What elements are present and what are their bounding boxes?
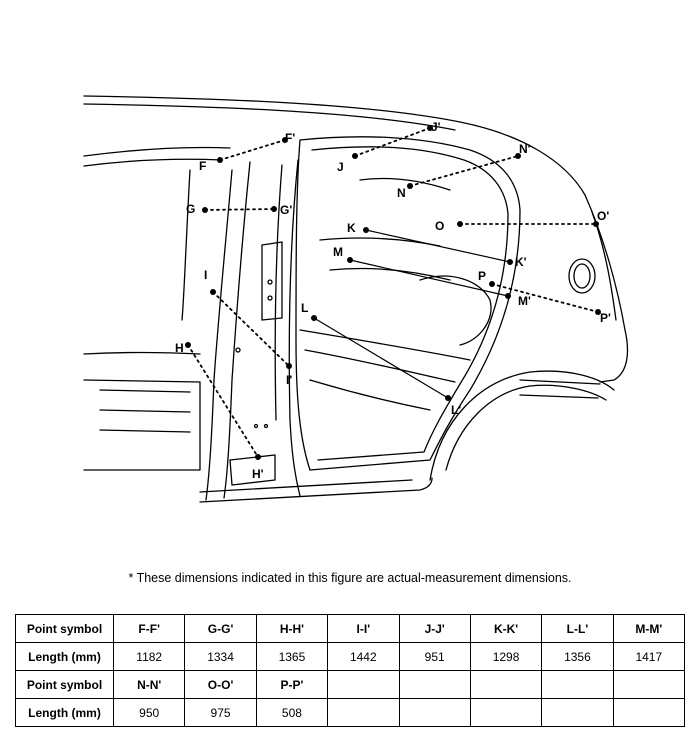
point-label-p-prime: P' [600, 311, 611, 325]
rear-wheel-arch [429, 370, 615, 481]
point-label-f: F [199, 159, 206, 173]
point-label-k: K [347, 221, 356, 235]
point-label-l-prime: L' [451, 403, 461, 417]
table-cell: 1417 [612, 642, 686, 671]
table-cell [541, 698, 614, 727]
table-cell: I-I' [327, 614, 400, 643]
table-cell [469, 698, 543, 727]
table-cell: 1334 [184, 642, 257, 671]
table-row: Length (mm) 1182 1334 1365 1442 951 1298… [15, 642, 686, 671]
table-cell: N-N' [112, 670, 186, 699]
point-label-h-prime: H' [252, 467, 264, 481]
front-door-frame [83, 146, 231, 157]
row-header-length: Length (mm) [15, 698, 114, 727]
row-header-length: Length (mm) [15, 642, 114, 671]
table-cell [541, 670, 614, 699]
dim-line-n [409, 155, 519, 187]
point-label-k-prime: K' [515, 255, 527, 269]
table-cell: H-H' [255, 614, 329, 643]
table-cell [327, 698, 400, 727]
point-label-p: P [478, 269, 486, 283]
table-cell: J-J' [398, 614, 471, 643]
point-label-o-prime: O' [597, 209, 609, 223]
point-label-m-prime: M' [518, 294, 531, 308]
point-label-o: O [435, 219, 444, 233]
dim-line-i [212, 291, 290, 367]
dim-line-l [313, 317, 449, 399]
table-cell: L-L' [541, 614, 614, 643]
point-label-j: J [337, 160, 344, 174]
table-cell: F-F' [112, 614, 186, 643]
rear-outline [584, 194, 629, 383]
table-row: Point symbol N-N' O-O' P-P' [15, 670, 686, 699]
table-cell: 950 [112, 698, 186, 727]
table-cell: 1365 [255, 642, 329, 671]
table-cell [612, 698, 686, 727]
point-label-f-prime: F' [285, 131, 295, 145]
dimension-table: Point symbol F-F' G-G' H-H' I-I' J-J' K-… [15, 614, 686, 727]
table-cell: 1356 [541, 642, 614, 671]
interior-floor [299, 329, 471, 361]
table-cell: G-G' [184, 614, 257, 643]
point-label-h: H [175, 341, 184, 355]
point-label-m: M [333, 245, 343, 259]
table-cell: M-M' [612, 614, 686, 643]
dim-line-j [354, 127, 431, 157]
row-header-symbol: Point symbol [15, 614, 114, 643]
point-label-i: I [204, 268, 207, 282]
point-label-g-prime: G' [280, 203, 292, 217]
table-cell: O-O' [184, 670, 257, 699]
table-cell [469, 670, 543, 699]
fuel-door [568, 258, 596, 294]
table-cell: 1298 [469, 642, 543, 671]
roof-outline [83, 95, 586, 196]
b-pillar [205, 169, 233, 501]
table-cell [398, 670, 471, 699]
table-row: Point symbol F-F' G-G' H-H' I-I' J-J' K-… [15, 614, 686, 643]
table-cell: 951 [398, 642, 471, 671]
row-header-symbol: Point symbol [15, 670, 114, 699]
dim-line-h [187, 344, 259, 458]
rear-door-opening [295, 136, 521, 471]
table-cell [612, 670, 686, 699]
table-cell: 1182 [112, 642, 186, 671]
dim-line-p [491, 283, 599, 313]
table-cell: 508 [255, 698, 329, 727]
point-label-g: G [186, 202, 195, 216]
dim-line-m [349, 259, 509, 297]
car-body-side-diagram: F F' G G' H H' I I' J J' K K' L L' M M' … [83, 95, 629, 503]
table-cell [327, 670, 400, 699]
dim-line-k [365, 229, 511, 263]
point-label-n-prime: N' [519, 142, 531, 156]
dim-line-g [204, 208, 275, 211]
table-cell [398, 698, 471, 727]
dim-line-f [219, 139, 286, 161]
table-cell: P-P' [255, 670, 329, 699]
point-label-l: L [301, 301, 308, 315]
table-cell: 975 [184, 698, 257, 727]
table-row: Length (mm) 950 975 508 [15, 698, 686, 727]
table-cell: 1442 [327, 642, 400, 671]
point-label-j-prime: J' [431, 120, 441, 134]
point-label-i-prime: I' [286, 373, 292, 387]
measurement-note: * These dimensions indicated in this fig… [128, 571, 572, 585]
point-label-n: N [397, 186, 406, 200]
side-sill [199, 477, 433, 503]
table-cell: K-K' [469, 614, 543, 643]
